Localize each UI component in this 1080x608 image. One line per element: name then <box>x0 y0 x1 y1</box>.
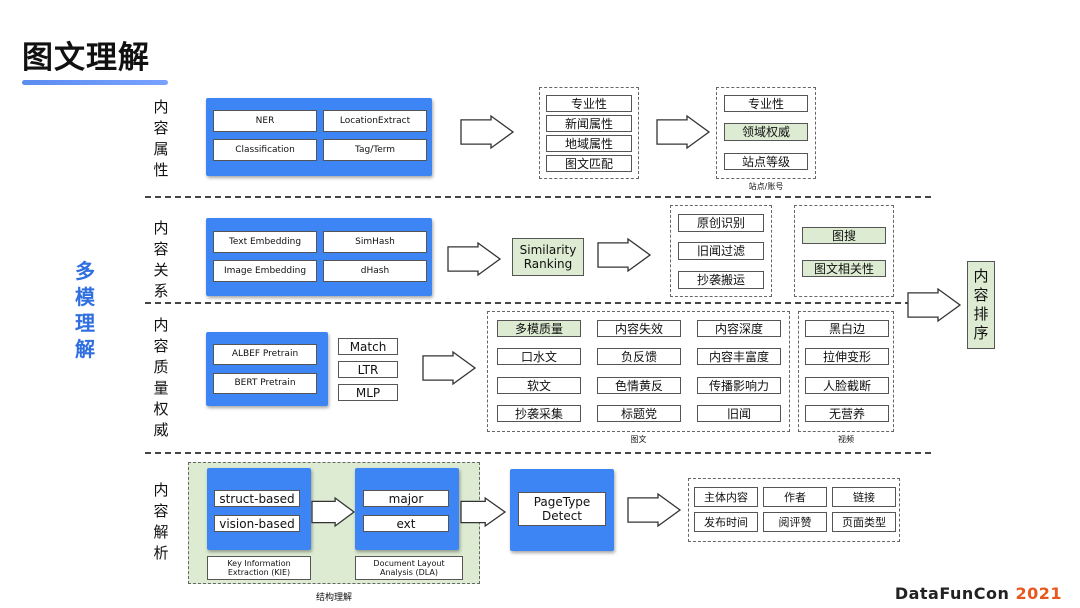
quality-grid-item: 内容深度 <box>697 320 781 337</box>
model-location-extract: LocationExtract <box>323 110 427 132</box>
quality-grid-item: 多模质量 <box>497 320 581 337</box>
flow-arrow <box>422 350 477 386</box>
quality-grid-item: 抄袭采集 <box>497 405 581 422</box>
similarity-ranking: Similarity Ranking <box>512 238 584 276</box>
section-label-relation: 内容关系 <box>153 219 169 300</box>
section-label-parse: 内容解析 <box>153 481 169 562</box>
section-divider <box>145 196 931 198</box>
kie-item: vision-based <box>214 515 300 532</box>
flow-arrow <box>907 287 962 323</box>
flow-arrow <box>627 492 682 528</box>
section-divider <box>145 452 931 454</box>
model-text-embedding: Text Embedding <box>213 231 317 253</box>
kie-caption: Key Information Extraction (KIE) <box>207 556 311 580</box>
parse-output-item: 主体内容 <box>694 487 758 507</box>
quality-grid-item: 软文 <box>497 377 581 394</box>
relation-result: 原创识别 <box>678 214 764 232</box>
image-relation-item: 图搜 <box>802 227 886 244</box>
flow-arrow <box>447 241 502 277</box>
parse-output-item: 发布时间 <box>694 512 758 532</box>
video-quality-item: 无营养 <box>805 405 889 422</box>
video-quality-item: 拉伸变形 <box>805 348 889 365</box>
dla-caption: Document Layout Analysis (DLA) <box>355 556 463 580</box>
structure-caption: 结构理解 <box>315 593 352 603</box>
model-albef-pretrain: ALBEF Pretrain <box>213 344 317 365</box>
quality-grid-item: 负反馈 <box>597 348 681 365</box>
section-label-quality: 内容质量权威 <box>153 316 169 439</box>
flow-arrow <box>597 237 652 273</box>
quality-grid-item: 标题党 <box>597 405 681 422</box>
dla-item: ext <box>363 515 449 532</box>
dla-panel <box>355 468 459 550</box>
site-attr-caption: 站点/账号 <box>748 182 784 191</box>
pagetype-detect: PageType Detect <box>518 492 606 526</box>
flow-arrow <box>656 114 711 150</box>
parse-output-item: 链接 <box>832 487 896 507</box>
page-title: 图文理解 <box>22 40 150 76</box>
model-image-embedding: Image Embedding <box>213 260 317 282</box>
parse-output-item: 阅评赞 <box>763 512 827 532</box>
method-ltr: LTR <box>338 361 398 378</box>
section-divider <box>145 302 931 304</box>
model-dhash: dHash <box>323 260 427 282</box>
model-tag-term: Tag/Term <box>323 139 427 161</box>
model-ner: NER <box>213 110 317 132</box>
title-underline <box>22 80 168 85</box>
quality-grid-item: 旧闻 <box>697 405 781 422</box>
attr-item: 地域属性 <box>546 135 632 152</box>
quality-grid-item: 内容丰富度 <box>697 348 781 365</box>
relation-model-panel <box>206 218 432 296</box>
attr-item: 新闻属性 <box>546 115 632 132</box>
brand-logo: DataFunCon 2021 <box>894 584 1062 603</box>
kie-panel <box>207 468 311 550</box>
quality-grid-item: 色情黄反 <box>597 377 681 394</box>
model-classification: Classification <box>213 139 317 161</box>
flow-arrow <box>460 114 515 150</box>
section-label-attr: 内容属性 <box>153 98 169 179</box>
model-bert-pretrain: BERT Pretrain <box>213 373 317 394</box>
site-attr-item: 专业性 <box>724 95 808 112</box>
video-quality-item: 人脸截断 <box>805 377 889 394</box>
relation-result: 旧闻过滤 <box>678 242 764 260</box>
kie-item: struct-based <box>214 490 300 507</box>
parse-output-item: 页面类型 <box>832 512 896 532</box>
quality-grid-item: 口水文 <box>497 348 581 365</box>
dla-item: major <box>363 490 449 507</box>
quality-grid-item: 内容失效 <box>597 320 681 337</box>
relation-result: 抄袭搬运 <box>678 271 764 289</box>
side-label: 多模理解 <box>75 259 95 361</box>
video-quality-caption: 视频 <box>838 435 854 444</box>
image-relation-group <box>794 205 894 297</box>
quality-grid-item: 传播影响力 <box>697 377 781 394</box>
quality-grid-caption: 图文 <box>630 435 647 444</box>
attr-item: 专业性 <box>546 95 632 112</box>
parse-output-item: 作者 <box>763 487 827 507</box>
model-simhash: SimHash <box>323 231 427 253</box>
image-relation-item: 图文相关性 <box>802 260 886 277</box>
attr-item: 图文匹配 <box>546 155 632 172</box>
method-mlp: MLP <box>338 384 398 401</box>
output-content-ranking: 内容排序 <box>967 261 995 349</box>
site-attr-item-highlight: 领域权威 <box>724 123 808 141</box>
video-quality-item: 黑白边 <box>805 320 889 337</box>
method-match: Match <box>338 338 398 355</box>
site-attr-item: 站点等级 <box>724 153 808 170</box>
